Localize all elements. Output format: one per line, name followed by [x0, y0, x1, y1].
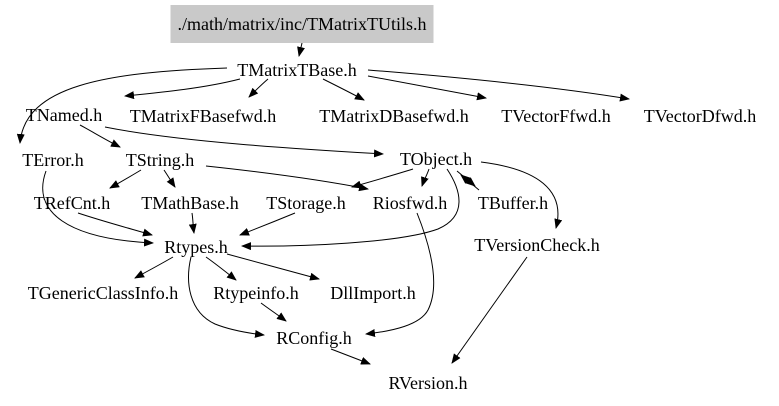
node-TVectorDfwd[interactable]: TVectorDfwd.h: [643, 106, 757, 126]
node-RVersion[interactable]: RVersion.h: [388, 373, 468, 393]
node-Rtypes[interactable]: Rtypes.h: [164, 237, 228, 257]
node-DllImport[interactable]: DllImport.h: [330, 283, 416, 303]
edge-TVersionCheck-to-RVersion: [451, 256, 528, 364]
node-RConfig[interactable]: RConfig.h: [276, 328, 352, 348]
edge-TMatrixTUtils-to-TMatrixTBase: [297, 42, 305, 57]
node-TMatrixTUtils: ./math/matrix/inc/TMatrixTUtils.h: [170, 5, 434, 43]
node-TMatrixFBasefwd[interactable]: TMatrixFBasefwd.h: [129, 106, 277, 126]
edge-TMatrixTBase-to-TError: [16, 67, 228, 144]
node-TMathBase[interactable]: TMathBase.h: [141, 193, 239, 213]
edge-TMatrixTBase-to-TNamed: [124, 78, 241, 100]
edge-Rtypeinfo-to-RConfig: [260, 302, 287, 322]
node-TRefCnt[interactable]: TRefCnt.h: [33, 193, 111, 213]
edge-RConfig-to-RVersion: [330, 348, 371, 365]
node-TVectorFfwd[interactable]: TVectorFfwd.h: [501, 106, 611, 126]
edge-TObject-to-Riosfwd: [421, 168, 430, 187]
node-TString[interactable]: TString.h: [125, 150, 195, 170]
edge-TObject-to-TStorage: [351, 168, 414, 189]
edge-TString-to-Riosfwd: [205, 165, 369, 192]
node-TStorage[interactable]: TStorage.h: [266, 193, 346, 213]
node-TGenericClassInfo[interactable]: TGenericClassInfo.h: [27, 283, 179, 303]
edge-Rtypes-to-DllImport: [226, 253, 320, 281]
node-Rtypeinfo[interactable]: Rtypeinfo.h: [213, 283, 299, 303]
edge-TRefCnt-to-Rtypes: [77, 212, 153, 237]
edge-TBuffer-to-TObject: [460, 174, 480, 191]
edge-TMatrixTBase-to-TVectorFfwd: [367, 75, 487, 101]
edge-TError-to-Rtypes: [42, 170, 154, 247]
node-TObject[interactable]: TObject.h: [399, 149, 473, 169]
node-TError[interactable]: TError.h: [22, 150, 84, 170]
edge-Rtypes-to-TGenericClassInfo: [134, 256, 174, 279]
edge-Riosfwd-to-RConfig: [365, 212, 435, 337]
edge-TMatrixTBase-to-TMatrixFBasefwd: [248, 78, 269, 98]
edge-TMathBase-to-Rtypes: [188, 212, 197, 234]
edge-TMatrixTBase-to-TMatrixDBasefwd: [322, 78, 365, 101]
node-TNamed[interactable]: TNamed.h: [25, 105, 103, 125]
edge-TNamed-to-TObject: [104, 126, 384, 158]
edge-TMatrixTBase-to-TVectorDfwd: [367, 69, 630, 102]
node-TBuffer[interactable]: TBuffer.h: [477, 193, 549, 213]
node-Riosfwd[interactable]: Riosfwd.h: [372, 193, 448, 213]
edge-TNamed-to-TString: [79, 124, 121, 148]
edge-TString-to-TRefCnt: [109, 169, 142, 189]
node-TVersionCheck[interactable]: TVersionCheck.h: [474, 235, 600, 255]
edge-Rtypes-to-Rtypeinfo: [205, 256, 237, 281]
node-TMatrixTBase[interactable]: TMatrixTBase.h: [237, 60, 357, 80]
edge-TStorage-to-Rtypes: [239, 212, 296, 236]
edge-Rtypes-to-RConfig: [188, 256, 265, 338]
edge-TObject-to-TBuffer: [456, 170, 476, 187]
edge-TString-to-TMathBase: [163, 169, 176, 188]
edge-TObject-to-TVersionCheck: [480, 161, 563, 229]
node-TMatrixDBasefwd[interactable]: TMatrixDBasefwd.h: [319, 106, 469, 126]
